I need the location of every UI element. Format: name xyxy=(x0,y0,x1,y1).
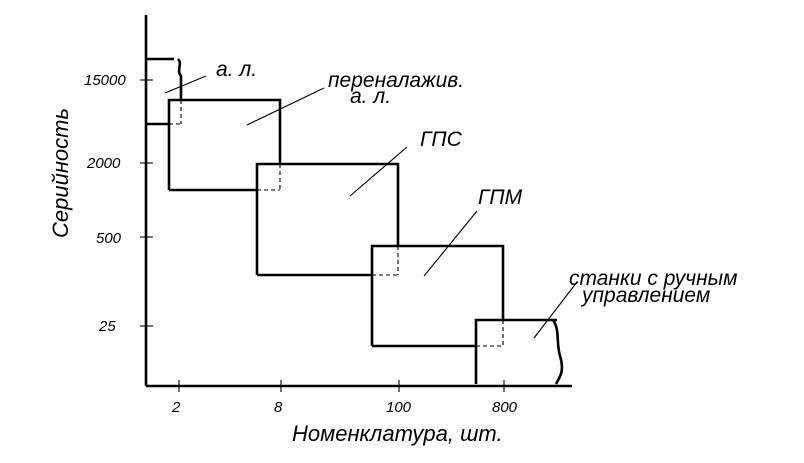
x-tick-label-100: 100 xyxy=(386,399,412,416)
label-gpm: ГПМ xyxy=(478,186,523,209)
x-tick-label-2: 2 xyxy=(171,399,181,416)
y-tick-label-15000: 15000 xyxy=(84,72,126,89)
leader-line-al xyxy=(164,75,207,94)
leader-line-gps xyxy=(349,146,408,197)
region-fms xyxy=(255,146,408,277)
y-tick-label-2000: 2000 xyxy=(86,155,121,172)
label-manual-line2: управлением xyxy=(580,284,710,307)
y-tick-label-500: 500 xyxy=(96,230,122,247)
label-pal-line1: переналажив. xyxy=(328,69,464,92)
y-tick-label-25: 25 xyxy=(98,318,116,335)
label-manual-line1: станки с ручным xyxy=(569,267,738,290)
x-tick-label-800: 800 xyxy=(492,399,518,416)
label-pal-line2: а. л. xyxy=(350,85,391,108)
x-tick-label-8: 8 xyxy=(274,399,283,416)
region-automatic-lines xyxy=(146,57,207,126)
y-axis-title: Серийность xyxy=(48,108,73,238)
leader-line-manual xyxy=(533,281,578,339)
x-axis-title: Номенклатура, шт. xyxy=(292,421,503,446)
leader-line-gpm xyxy=(423,210,478,277)
label-al: а. л. xyxy=(216,58,257,81)
region-reconfigurable-lines xyxy=(167,87,325,192)
leader-line-pal xyxy=(246,87,325,126)
region-manual-machines xyxy=(474,281,578,385)
label-gps: ГПС xyxy=(420,128,463,151)
region-fmm xyxy=(370,210,505,348)
